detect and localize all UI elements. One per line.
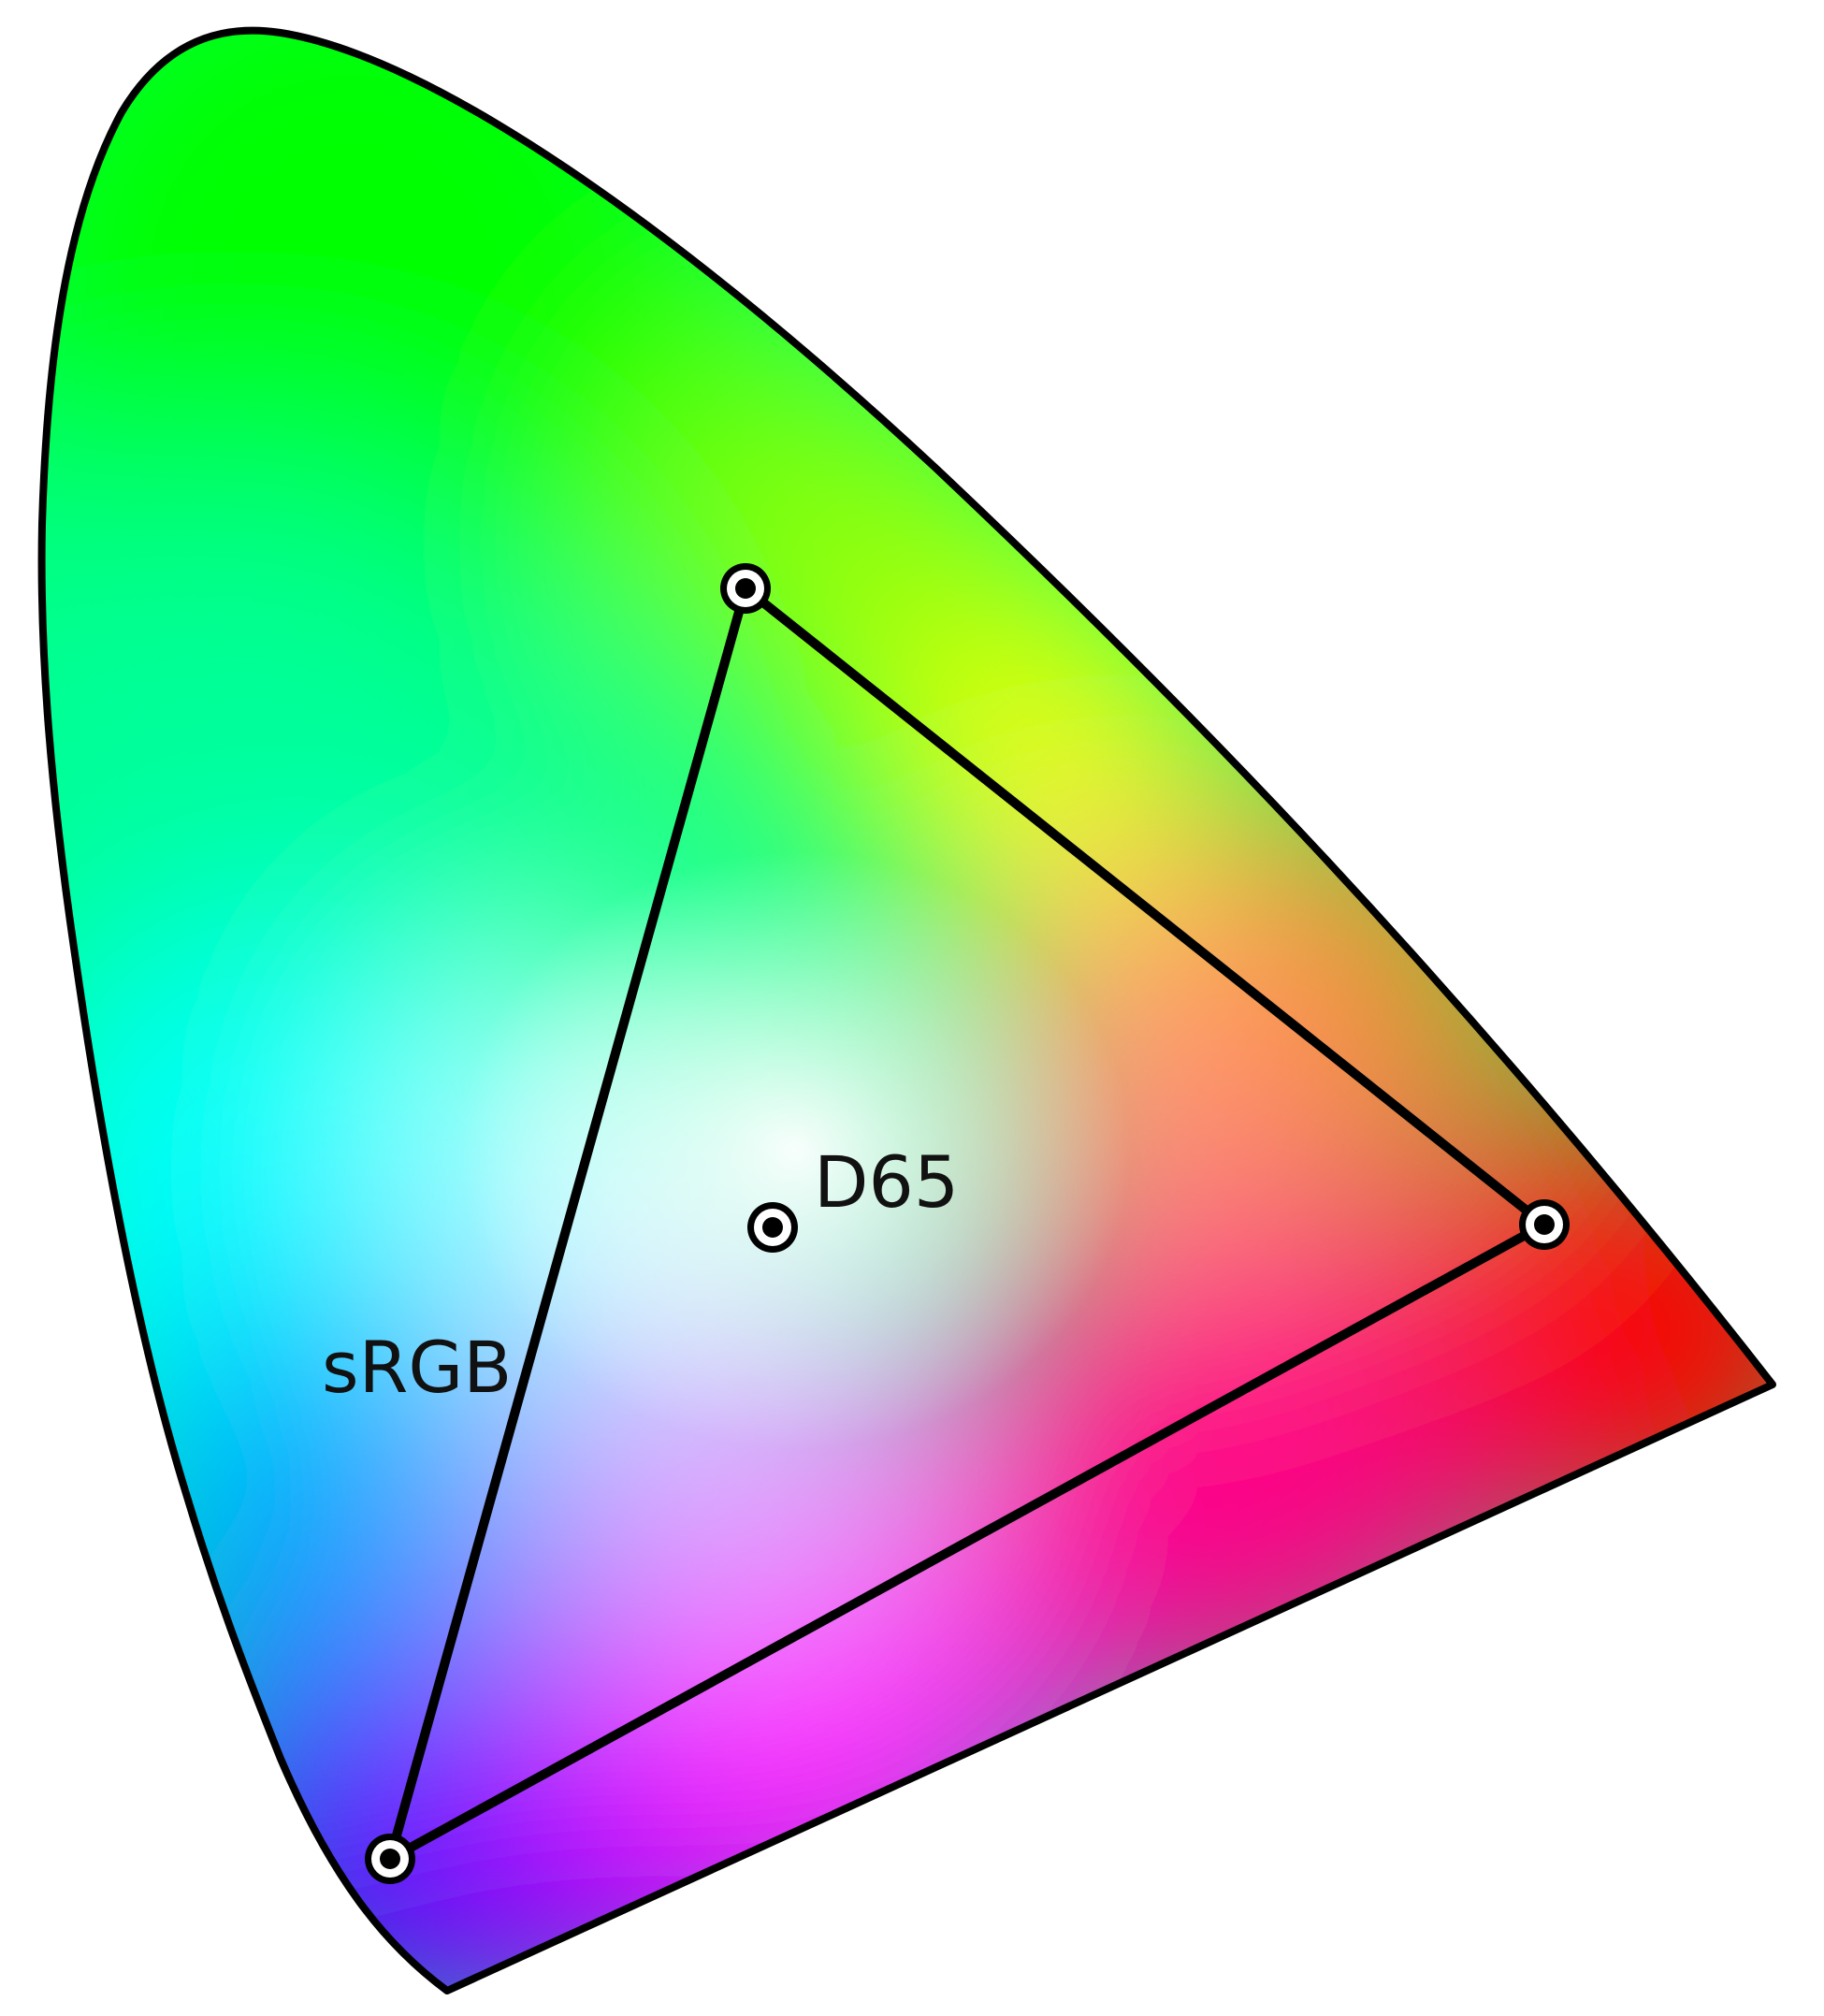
d65-label: D65	[814, 1140, 959, 1224]
blue-primary-marker[interactable]	[365, 1834, 415, 1884]
whitepoint-glow	[458, 851, 1132, 1450]
d65-whitepoint-marker[interactable]	[747, 1202, 798, 1253]
red-primary-marker[interactable]	[1519, 1199, 1570, 1250]
srgb-gamut-triangle	[385, 584, 1549, 1864]
green-primary-marker[interactable]	[720, 563, 771, 614]
yellow-green-region	[655, 355, 1029, 730]
srgb-label: sRGB	[322, 1326, 512, 1409]
spectral-locus-outline	[37, 26, 1776, 1994]
